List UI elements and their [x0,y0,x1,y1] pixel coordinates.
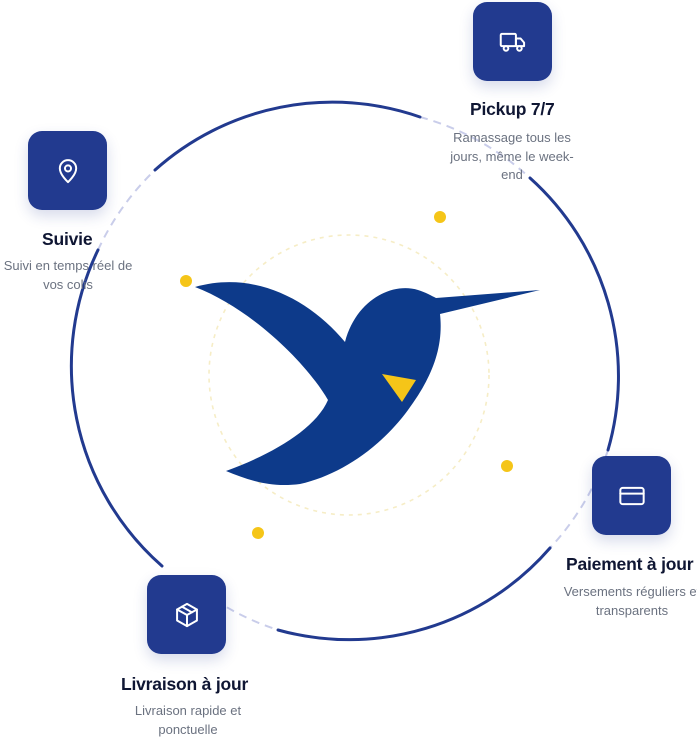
pickup-icon-tile [473,2,552,81]
payment-icon-tile [592,456,671,535]
yellow-dot-1 [434,211,446,223]
inner-dashed-circle [208,234,490,516]
yellow-dots [180,211,513,539]
location-pin-icon [58,158,77,183]
package-icon [175,602,198,627]
yellow-dot-4 [252,527,264,539]
credit-card-icon [618,486,645,505]
payment-title: Paiement à jour [566,554,694,574]
yellow-dot-2 [180,275,192,287]
hummingbird-logo [195,282,540,486]
solid-arc-right [528,176,620,452]
pickup-description: Ramassage tous les jours, même le week-e… [450,130,574,182]
payment-description: Versements réguliers et transparents [563,584,697,618]
dashed-arc-top-left [97,169,156,251]
delivery-description: Livraison rapide et ponctuelle [134,703,242,737]
delivery-icon-tile [147,575,226,654]
solid-arcs [69,100,620,642]
dashed-arc-right [549,449,609,549]
solid-arc-top [153,100,422,172]
tracking-description: Suivi en temps réel de vos colis [3,258,133,292]
tracking-title: Suivie [42,229,93,249]
hummingbird-yellow-accent [382,374,416,402]
truck-icon [499,32,525,52]
delivery-title: Livraison à jour [121,674,249,694]
solid-arc-bottom [276,546,552,642]
pickup-title: Pickup 7/7 [470,99,555,119]
hummingbird-body [195,282,540,486]
solid-arc-left [69,248,164,568]
tracking-icon-tile [28,131,107,210]
yellow-dot-3 [501,460,513,472]
dashed-arc-top-right [419,116,531,179]
